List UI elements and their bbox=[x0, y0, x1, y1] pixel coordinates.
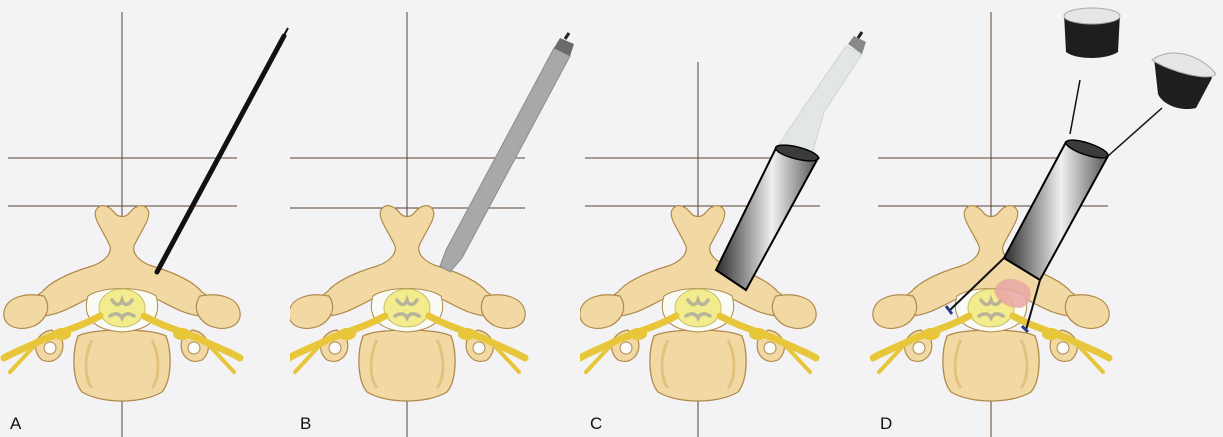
foramen-hole-left bbox=[329, 342, 341, 354]
panel-b-illustration bbox=[290, 0, 580, 437]
ganglion-right bbox=[458, 328, 476, 340]
ganglion-right bbox=[1042, 328, 1060, 340]
panel-b-label: B bbox=[300, 414, 311, 434]
vertebral-body bbox=[359, 330, 455, 401]
foramen-hole-right bbox=[1057, 342, 1069, 354]
panel-a-label: A bbox=[10, 414, 21, 434]
foramen-hole-right bbox=[473, 342, 485, 354]
panel-c-illustration bbox=[580, 0, 870, 437]
foramen-hole-left bbox=[44, 342, 56, 354]
panel-d: D bbox=[870, 0, 1223, 437]
foramen-hole-left bbox=[620, 342, 632, 354]
ganglion-left bbox=[338, 328, 356, 340]
foramen-hole-right bbox=[188, 342, 200, 354]
vertebral-body bbox=[943, 330, 1039, 401]
foramen-hole-right bbox=[764, 342, 776, 354]
ganglion-right bbox=[173, 328, 191, 340]
camera-head-left-cap bbox=[1064, 8, 1120, 24]
foramen-hole-left bbox=[913, 342, 925, 354]
ganglion-right bbox=[749, 328, 767, 340]
panel-c-label: C bbox=[590, 414, 602, 434]
ganglion-left bbox=[629, 328, 647, 340]
panel-a-illustration bbox=[0, 0, 290, 437]
vertebral-body bbox=[650, 330, 746, 401]
panel-d-illustration bbox=[870, 0, 1223, 437]
vertebral-body bbox=[74, 330, 170, 401]
panel-c: C bbox=[580, 0, 870, 437]
panel-b: B bbox=[290, 0, 580, 437]
ganglion-left bbox=[922, 328, 940, 340]
ganglion-left bbox=[53, 328, 71, 340]
panel-d-label: D bbox=[880, 414, 892, 434]
panel-a: A bbox=[0, 0, 290, 437]
